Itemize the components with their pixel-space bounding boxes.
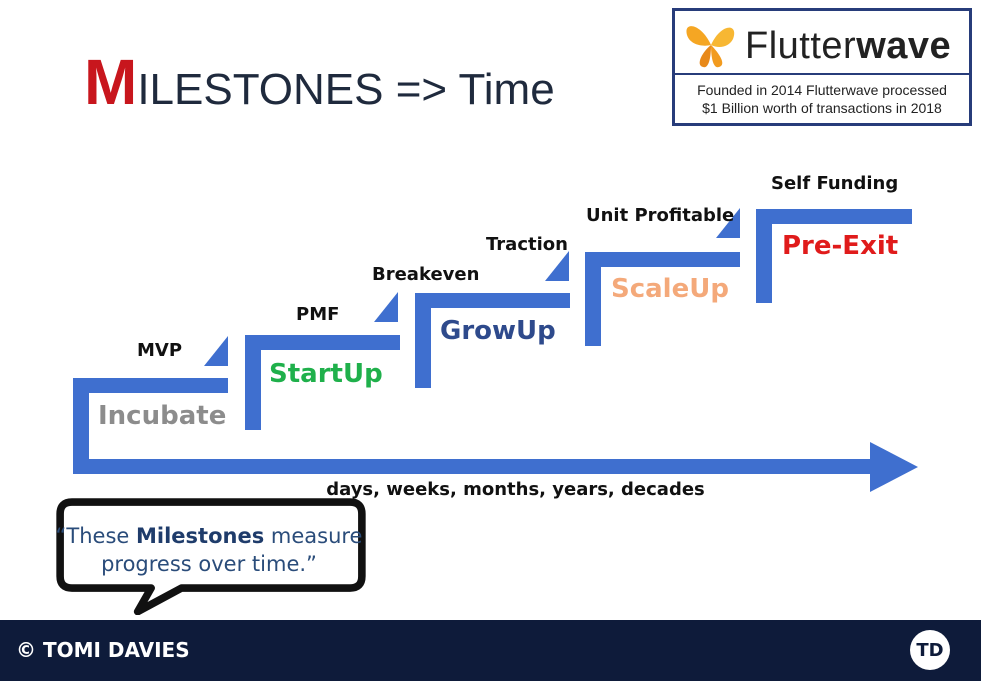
timeline-label: days, weeks, months, years, decades — [326, 479, 705, 500]
milestone-label-unit-profitable: Unit Profitable — [586, 205, 735, 226]
milestone-wedge-pmf — [374, 292, 398, 322]
milestone-label-traction: Traction — [486, 234, 568, 255]
milestone-label-breakeven: Breakeven — [372, 264, 480, 285]
step-1-riser — [73, 378, 89, 474]
stage-label-startup: StartUp — [269, 359, 383, 389]
footer-copyright: © TOMI DAVIES — [16, 638, 190, 662]
step-3-riser — [415, 293, 431, 388]
step-3-top — [415, 293, 570, 308]
logo-note: Founded in 2014 Flutterwave processed $1… — [675, 81, 969, 117]
wordmark-bold: wave — [856, 25, 952, 67]
quote-bold: Milestones — [136, 524, 265, 548]
speech-bubble — [56, 498, 366, 615]
quote-rest: measure progress over time.” — [101, 524, 363, 576]
step-2-top — [245, 335, 400, 350]
wordmark-light: Flutter — [745, 25, 857, 67]
slide-title: MILESTONES => Time — [84, 50, 555, 120]
stage-label-pre-exit: Pre-Exit — [782, 231, 899, 261]
flutterwave-wordmark: Flutterwave — [745, 25, 951, 68]
milestone-label-pmf: PMF — [296, 304, 340, 325]
title-first-letter: M — [84, 46, 138, 118]
logo-note-line2: $1 Billion worth of transactions in 2018 — [702, 100, 942, 116]
td-logo-icon: TD — [910, 630, 950, 670]
stage-label-scaleup: ScaleUp — [611, 274, 729, 304]
step-4-riser — [585, 252, 601, 346]
step-4-top — [585, 252, 740, 267]
title-rest: ILESTONES => Time — [137, 65, 555, 114]
bubble-quote: “These Milestones measure progress over … — [54, 522, 364, 578]
footer-bar — [0, 620, 981, 681]
milestone-wedge-breakeven — [545, 251, 569, 281]
step-1-top — [73, 378, 228, 393]
butterfly-icon — [686, 26, 735, 68]
logo-note-line1: Founded in 2014 Flutterwave processed — [697, 82, 947, 98]
milestone-wedge-traction — [716, 208, 740, 238]
milestone-label-mvp: MVP — [137, 340, 183, 361]
logo-divider — [675, 73, 969, 75]
timeline-shaft — [73, 459, 873, 474]
flutterwave-logo-box: Flutterwave Founded in 2014 Flutterwave … — [672, 8, 972, 126]
step-2-riser — [245, 335, 261, 430]
step-5-top — [756, 209, 912, 224]
milestone-wedge-mvp — [204, 336, 228, 366]
quote-open: “These — [55, 524, 136, 548]
timeline-arrowhead — [870, 442, 918, 492]
stage-label-growup: GrowUp — [440, 316, 556, 346]
milestone-label-self-funding: Self Funding — [771, 173, 899, 194]
step-5-riser — [756, 209, 772, 303]
stage-label-incubate: Incubate — [98, 401, 227, 431]
